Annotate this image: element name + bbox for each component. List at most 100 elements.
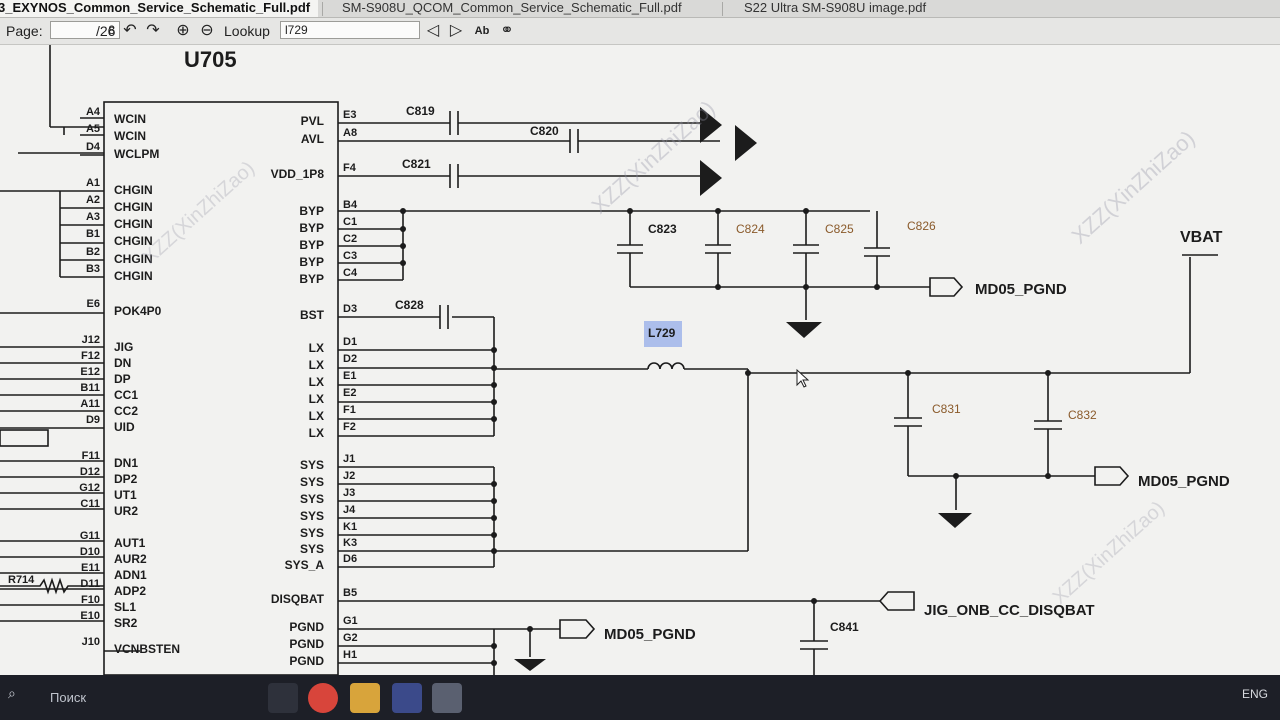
pin-name-label: SYS bbox=[300, 492, 324, 506]
taskbar-search[interactable]: Поиск bbox=[50, 690, 87, 705]
pin-name-label: DISQBAT bbox=[271, 592, 325, 606]
cap-label: C819 bbox=[406, 104, 435, 118]
pin-name-label: CC2 bbox=[114, 404, 138, 418]
pin-name-label: BYP bbox=[299, 272, 324, 286]
pin-name-label: DN bbox=[114, 356, 131, 370]
tab-qcom-schematic[interactable]: SM-S908U_QCOM_Common_Service_Schematic_F… bbox=[334, 0, 690, 17]
pin-name-label: BYP bbox=[299, 221, 324, 235]
pdf-viewer-icon[interactable] bbox=[432, 683, 462, 713]
pin-name-label: BYP bbox=[299, 255, 324, 269]
pin-ball-label: A1 bbox=[86, 177, 100, 189]
pin-ball-label: E10 bbox=[80, 610, 100, 622]
pin-name-label: BST bbox=[300, 308, 325, 322]
pin-name-label: AUT1 bbox=[114, 536, 146, 550]
pin-ball-label: A2 bbox=[86, 194, 100, 206]
pin-name-label: PVL bbox=[301, 114, 324, 128]
pin-ball-label: J12 bbox=[82, 334, 100, 346]
pin-name-label: LX bbox=[309, 409, 324, 423]
pin-ball-label: C2 bbox=[343, 233, 357, 245]
zoom-in-icon[interactable]: ⊕ bbox=[176, 22, 190, 39]
tab-divider bbox=[322, 2, 323, 16]
pin-name-label: CHGIN bbox=[114, 217, 153, 231]
binoculars-icon[interactable]: ⚭ bbox=[500, 22, 514, 39]
zoom-out-icon[interactable]: ⊖ bbox=[200, 22, 214, 39]
pin-name-label: DP2 bbox=[114, 472, 138, 486]
cap-label: C824 bbox=[736, 222, 765, 236]
pin-name-label: LX bbox=[309, 341, 324, 355]
pin-ball-label: B5 bbox=[343, 587, 357, 599]
chip-body bbox=[103, 101, 339, 675]
pin-name-label: POK4P0 bbox=[114, 304, 162, 318]
net-arrow-pgnd3 bbox=[559, 619, 596, 639]
pin-ball-label: J2 bbox=[343, 470, 355, 482]
pin-ball-label: A8 bbox=[343, 127, 357, 139]
search-icon[interactable]: ⌕ bbox=[8, 685, 16, 701]
pin-ball-label: F4 bbox=[343, 162, 357, 174]
pin-name-label: BYP bbox=[299, 204, 324, 218]
chrome-icon[interactable] bbox=[308, 683, 338, 713]
page-label: Page: bbox=[6, 23, 43, 39]
next-result-icon[interactable]: ▷ bbox=[449, 22, 463, 39]
pin-name-label: SYS bbox=[300, 475, 324, 489]
security-icon[interactable] bbox=[392, 683, 422, 713]
net-arrow-pgnd2 bbox=[1094, 466, 1130, 486]
schematic-drawing: U705 VBAT MD05_PGND MD05_PGND MD05_PGND … bbox=[0, 45, 1230, 675]
pin-ball-label: D4 bbox=[86, 141, 101, 153]
previous-result-icon[interactable]: ◁ bbox=[426, 22, 440, 39]
cap-label: C841 bbox=[830, 620, 859, 634]
file-explorer-icon[interactable] bbox=[350, 683, 380, 713]
pin-name-label: SYS_A bbox=[285, 558, 325, 572]
undo-icon[interactable]: ↶ bbox=[123, 22, 137, 39]
pin-ball-label: G11 bbox=[80, 530, 100, 542]
task-view-icon[interactable] bbox=[268, 683, 298, 713]
pin-ball-label: F1 bbox=[343, 404, 356, 416]
pin-ball-label: B1 bbox=[86, 228, 100, 240]
pin-ball-label: G2 bbox=[343, 632, 358, 644]
pin-name-label: SYS bbox=[300, 526, 324, 540]
cap-label: C823 bbox=[648, 222, 677, 236]
tab-label: 3_EXYNOS_Common_Service_Schematic_Full.p… bbox=[0, 0, 311, 15]
mouse-cursor bbox=[796, 368, 810, 388]
pin-ball-label: D9 bbox=[86, 414, 100, 426]
pin-name-label: ADN1 bbox=[114, 568, 147, 582]
ground-symbol-2 bbox=[938, 513, 972, 528]
pin-name-label: WCIN bbox=[114, 112, 146, 126]
pin-ball-label: C11 bbox=[80, 498, 100, 510]
pin-name-label: CC1 bbox=[114, 388, 138, 402]
power-flag-avl bbox=[735, 125, 757, 161]
pin-ball-label: F2 bbox=[343, 421, 356, 433]
schematic-canvas[interactable]: U705 VBAT MD05_PGND MD05_PGND MD05_PGND … bbox=[0, 45, 1280, 675]
pin-ball-label: C4 bbox=[343, 267, 358, 279]
net-label-jig: JIG_ONB_CC_DISQBAT bbox=[924, 602, 1095, 619]
net-label-pgnd3: MD05_PGND bbox=[604, 626, 696, 643]
pin-name-label: CHGIN bbox=[114, 183, 153, 197]
pin-name-label: JIG bbox=[114, 340, 133, 354]
pin-ball-label: D2 bbox=[343, 353, 357, 365]
ground-symbol-3 bbox=[514, 659, 546, 671]
lookup-label: Lookup bbox=[224, 23, 270, 39]
pin-ball-label: J4 bbox=[343, 504, 356, 516]
pin-ball-label: E1 bbox=[343, 370, 356, 382]
pin-name-label: VDD_1P8 bbox=[271, 167, 325, 181]
pin-name-label: LX bbox=[309, 375, 324, 389]
pin-name-label: PGND bbox=[289, 637, 324, 651]
tab-image-pdf[interactable]: S22 Ultra SM-S908U image.pdf bbox=[736, 0, 934, 17]
pin-ball-label: B3 bbox=[86, 263, 100, 275]
tab-exynos-schematic[interactable]: 3_EXYNOS_Common_Service_Schematic_Full.p… bbox=[0, 0, 319, 17]
pin-ball-label: E2 bbox=[343, 387, 356, 399]
pin-ball-label: J3 bbox=[343, 487, 355, 499]
pin-ball-label: B2 bbox=[86, 246, 100, 258]
page-number-input[interactable] bbox=[50, 21, 120, 39]
redo-icon[interactable]: ↷ bbox=[146, 22, 160, 39]
pin-name-label: SL1 bbox=[114, 600, 136, 614]
language-indicator[interactable]: ENG bbox=[1241, 687, 1268, 701]
pin-name-label: CHGIN bbox=[114, 269, 153, 283]
lookup-input[interactable] bbox=[280, 21, 420, 39]
pin-ball-label: B4 bbox=[343, 199, 358, 211]
pin-ball-label: G12 bbox=[79, 482, 100, 494]
match-case-icon[interactable]: Ab bbox=[474, 25, 490, 37]
cap-label: C821 bbox=[402, 157, 431, 171]
pin-ball-label: K1 bbox=[343, 521, 357, 533]
watermark: XZZ(XinZhiZao) bbox=[1049, 497, 1169, 609]
